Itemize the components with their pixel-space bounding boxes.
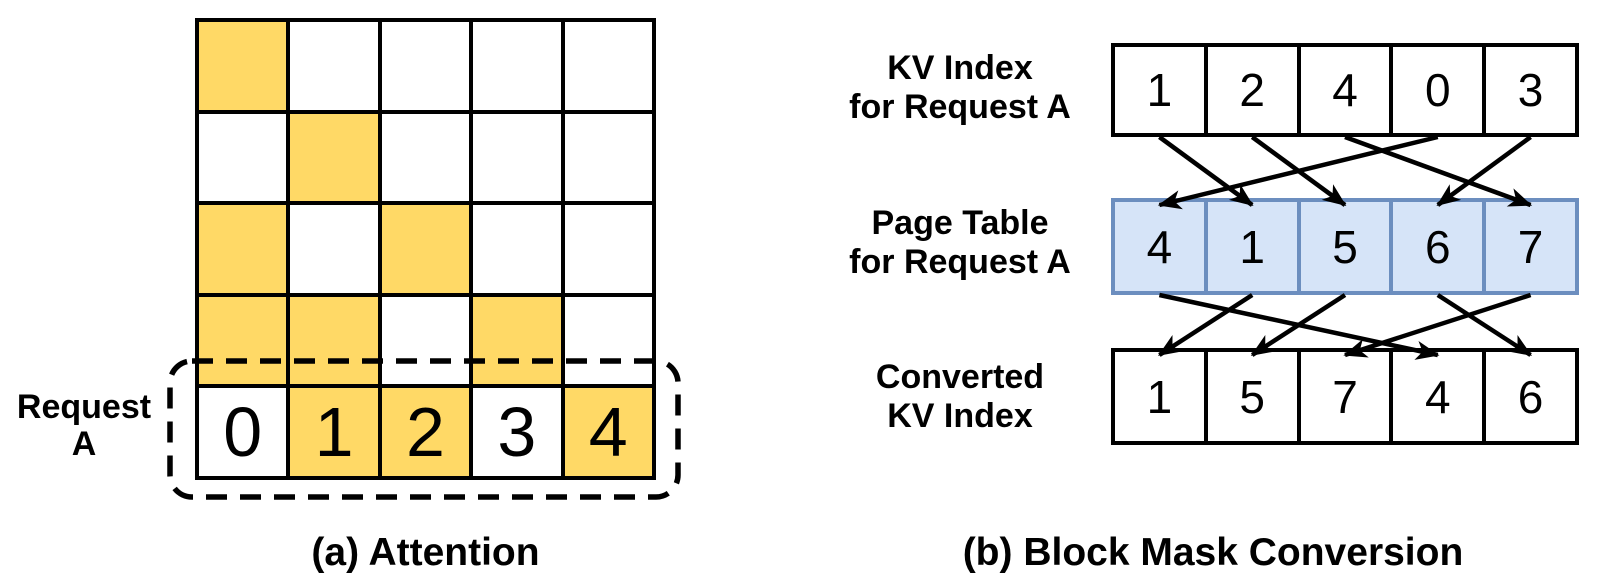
page-table-cell-4: 7 (1486, 202, 1575, 291)
arrow-page2-to-converted1 (1250, 293, 1347, 357)
kv-index-cell-0: 1 (1115, 47, 1204, 133)
kv-index-cell-4: 3 (1486, 47, 1575, 133)
converted-kv-index-cell-4: 6 (1486, 352, 1575, 441)
attention-mask-cell-r1c0 (199, 113, 287, 202)
page-table-cell-3: 6 (1393, 202, 1483, 291)
label-line: for Request A (849, 243, 1071, 281)
label-line: A (71, 425, 97, 463)
kv-index-cell-2: 4 (1300, 47, 1390, 133)
attention-mask-cell-r2c2 (381, 205, 470, 293)
arrow-page0-to-converted3 (1158, 292, 1440, 360)
attention-mask-cell-r4c2: 2 (381, 388, 470, 476)
attention-mask-cell-r4c1: 1 (290, 388, 378, 476)
attention-mask-cell-r4c4: 4 (564, 388, 652, 476)
label-line: for Request A (849, 88, 1071, 126)
attention-mask-cell-r3c3 (473, 296, 561, 385)
kv-index-cell-3: 0 (1393, 47, 1483, 133)
caption-attention: (a) Attention (311, 531, 540, 574)
kv-index-cell-1: 2 (1207, 47, 1297, 133)
arrow-kv3-to-page0 (1157, 134, 1439, 210)
page-table-cell-0: 4 (1115, 202, 1204, 291)
attention-mask-cell-r3c2 (381, 296, 470, 385)
attention-mask-cell-r3c4 (564, 296, 652, 385)
arrow-kv1-to-page2 (1250, 135, 1347, 207)
attention-mask-cell-r2c0 (199, 205, 287, 293)
label-line: Converted (875, 358, 1045, 396)
arrow-page3-to-converted4 (1436, 293, 1533, 357)
attention-mask-cell-r2c3 (473, 205, 561, 293)
converted-kv-index-cell-2: 7 (1300, 352, 1390, 441)
converted-kv-index-cell-1: 5 (1207, 352, 1297, 441)
arrow-page4-to-converted2 (1343, 292, 1532, 358)
attention-mask-cell-r1c3 (473, 113, 561, 202)
arrow-page1-to-converted0 (1157, 293, 1254, 357)
attention-mask-cell-r2c4 (564, 205, 652, 293)
attention-mask-cell-r2c1 (290, 205, 378, 293)
attention-mask-cell-r4c0: 0 (199, 388, 287, 476)
attention-mask-cell-r1c1 (290, 113, 378, 202)
attention-mask-cell-r0c0 (199, 22, 287, 110)
attention-mask-cell-r1c4 (564, 113, 652, 202)
arrow-kv4-to-page3 (1436, 135, 1532, 207)
label-line: Page Table (871, 204, 1049, 242)
label-line: KV Index (887, 49, 1033, 87)
label-line: Request (16, 388, 152, 426)
attention-mask-cell-r0c4 (564, 22, 652, 110)
converted-kv-index-cell-0: 1 (1115, 352, 1204, 441)
page-table-cell-1: 1 (1207, 202, 1297, 291)
arrow-kv2-to-page4 (1344, 134, 1533, 208)
label-line: KV Index (887, 397, 1033, 435)
attention-mask-cell-r4c3: 3 (473, 388, 561, 476)
attention-mask-cell-r0c1 (290, 22, 378, 110)
attention-mask-cell-r0c3 (473, 22, 561, 110)
caption-block-mask-conversion: (b) Block Mask Conversion (962, 531, 1464, 574)
page-table-cell-2: 5 (1300, 202, 1390, 291)
attention-mask-cell-r1c2 (381, 113, 470, 202)
arrow-kv0-to-page1 (1158, 135, 1254, 207)
converted-kv-index-cell-3: 4 (1393, 352, 1483, 441)
attention-mask-cell-r3c0 (199, 296, 287, 385)
attention-mask-cell-r3c1 (290, 296, 378, 385)
attention-mask-cell-r0c2 (381, 22, 470, 110)
